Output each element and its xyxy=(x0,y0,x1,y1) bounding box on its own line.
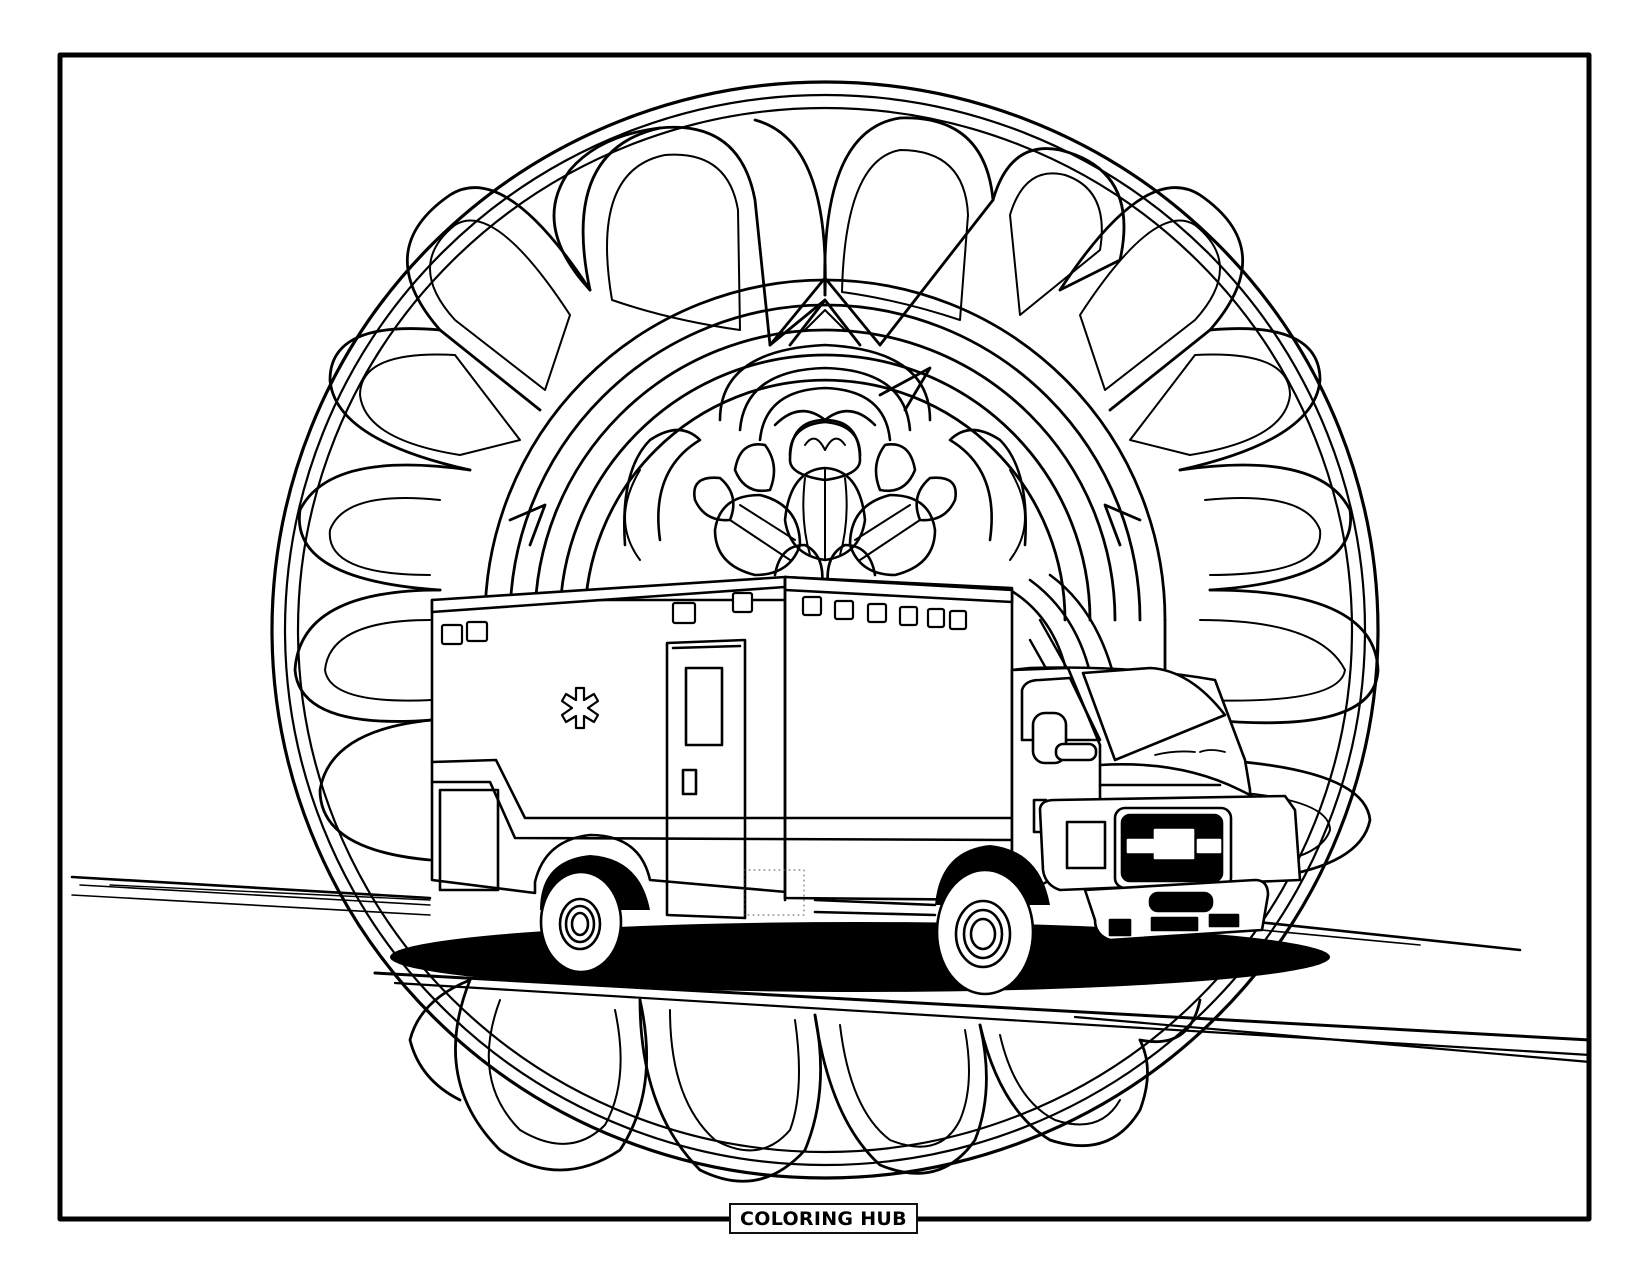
vehicle-shadow xyxy=(390,922,1330,992)
brand-label: COLORING HUB xyxy=(729,1203,918,1234)
ambulance xyxy=(430,575,1302,996)
front-wheel xyxy=(935,868,1035,996)
star-of-life-icon xyxy=(560,686,600,730)
brand-label-text: COLORING HUB xyxy=(740,1207,907,1230)
rear-wheel xyxy=(539,870,623,974)
mandala xyxy=(270,80,1380,1183)
